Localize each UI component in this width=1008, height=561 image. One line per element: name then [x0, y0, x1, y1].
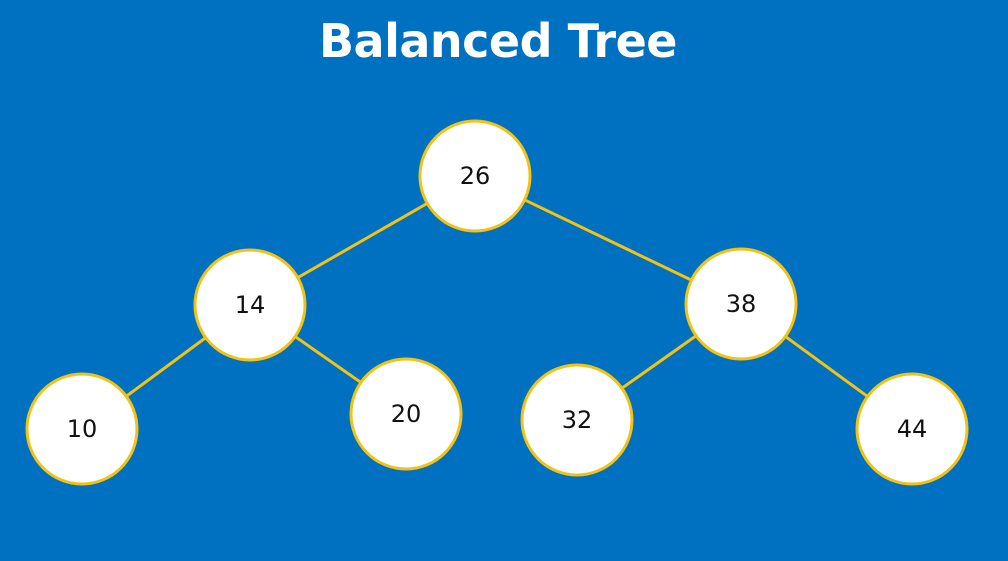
tree-node-circle: [25, 372, 139, 486]
tree-node-26: 26: [418, 119, 532, 233]
tree-node-44: 44: [855, 372, 969, 486]
tree-node-circle: [418, 119, 532, 233]
tree-node-circle: [855, 372, 969, 486]
diagram-title: Balanced Tree: [319, 14, 677, 68]
tree-node-circle: [520, 363, 634, 477]
tree-node-38: 38: [684, 247, 798, 361]
tree-node-10: 10: [25, 372, 139, 486]
tree-node-label: 44: [897, 415, 928, 443]
tree-node-label: 26: [460, 162, 491, 190]
tree-node-label: 32: [562, 406, 593, 434]
tree-node-label: 10: [67, 415, 98, 443]
nodes-layer: 26 14 38 10 20 32 44: [25, 119, 969, 486]
tree-node-14: 14: [193, 248, 307, 362]
tree-node-label: 38: [726, 290, 757, 318]
tree-node-circle: [193, 248, 307, 362]
tree-node-label: 20: [391, 400, 422, 428]
tree-node-32: 32: [520, 363, 634, 477]
tree-node-label: 14: [235, 291, 266, 319]
tree-node-circle: [349, 357, 463, 471]
tree-node-20: 20: [349, 357, 463, 471]
tree-node-circle: [684, 247, 798, 361]
